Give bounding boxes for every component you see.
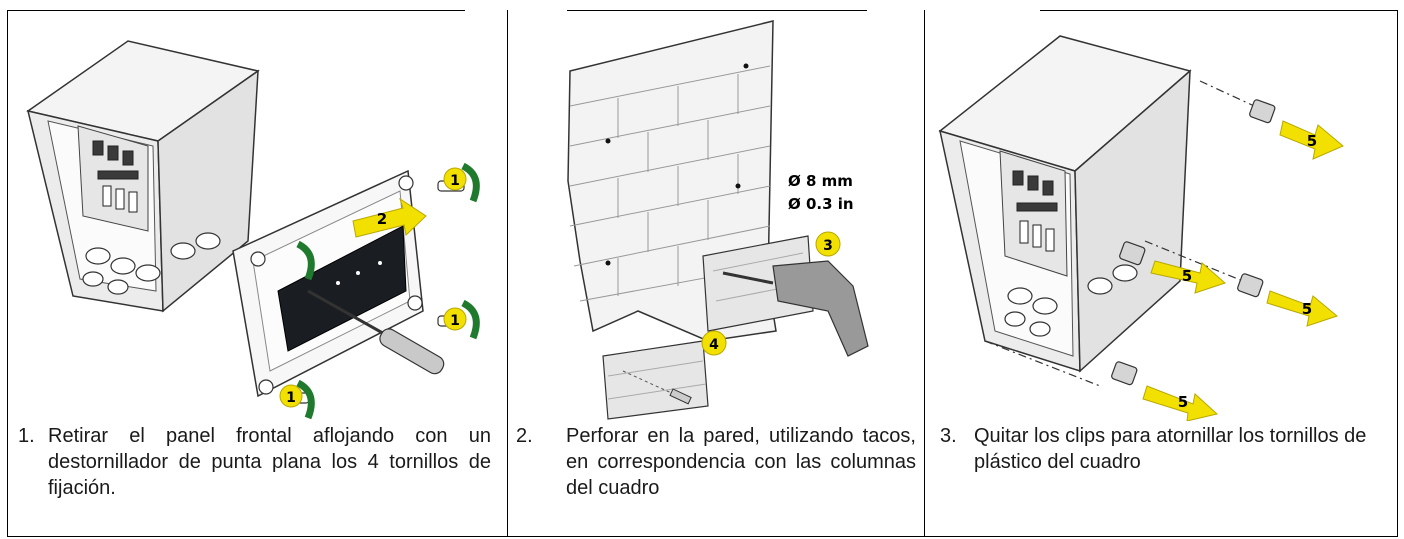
table-frame bbox=[7, 10, 1398, 537]
table-top-border bbox=[7, 10, 465, 11]
hole-diameter-mm: Ø 8 mm bbox=[788, 172, 853, 190]
column-divider bbox=[924, 10, 925, 537]
step-3-badge: 3 bbox=[823, 238, 833, 254]
remove-clips-illustration: 5 5 5 5 bbox=[938, 35, 1344, 421]
step-1-badge: 1 bbox=[450, 173, 460, 189]
table-top-border bbox=[567, 10, 867, 11]
drill-wall-illustration: Ø 8 mm Ø 0.3 in 3 4 bbox=[567, 20, 869, 420]
step-number: 3. bbox=[940, 425, 957, 447]
remove-front-panel-illustration: 1 2 1 1 bbox=[26, 40, 480, 420]
step-text: Quitar los clips para atornillar los tor… bbox=[974, 425, 1367, 473]
step-3-caption: 3. Quitar los clips para atornillar los … bbox=[940, 423, 1390, 475]
step-4-badge: 4 bbox=[709, 337, 719, 353]
step-2-caption: 2. Perforar en la pared, utilizando taco… bbox=[516, 423, 916, 501]
column-divider bbox=[507, 10, 508, 537]
table-top-border bbox=[1040, 10, 1398, 11]
step-2-badge: 2 bbox=[377, 210, 387, 228]
step-1-caption: 1. Retirar el panel frontal aflojando co… bbox=[18, 423, 491, 501]
step-text: Retirar el panel frontal aflojando con u… bbox=[48, 425, 491, 499]
step-number: 2. bbox=[516, 425, 533, 447]
step-2-cell: Ø 8 mm Ø 0.3 in 3 4 2. Perforar en la pa… bbox=[508, 11, 924, 536]
step-5-badge: 5 bbox=[1302, 300, 1312, 318]
step-5-badge: 5 bbox=[1178, 393, 1188, 411]
hole-diameter-in: Ø 0.3 in bbox=[788, 195, 854, 213]
step-number: 1. bbox=[18, 425, 35, 447]
step-1-cell: 1 2 1 1 1. Retirar el panel frontal aflo… bbox=[8, 11, 507, 536]
step-3-cell: 5 5 5 5 3. Quitar los clips para atornil… bbox=[925, 11, 1397, 536]
step-5-badge: 5 bbox=[1182, 267, 1192, 285]
step-text: Perforar en la pared, utilizando tacos, … bbox=[566, 425, 916, 499]
step-1-badge: 1 bbox=[450, 313, 460, 329]
step-1-badge: 1 bbox=[286, 390, 296, 406]
step-5-badge: 5 bbox=[1307, 132, 1317, 150]
